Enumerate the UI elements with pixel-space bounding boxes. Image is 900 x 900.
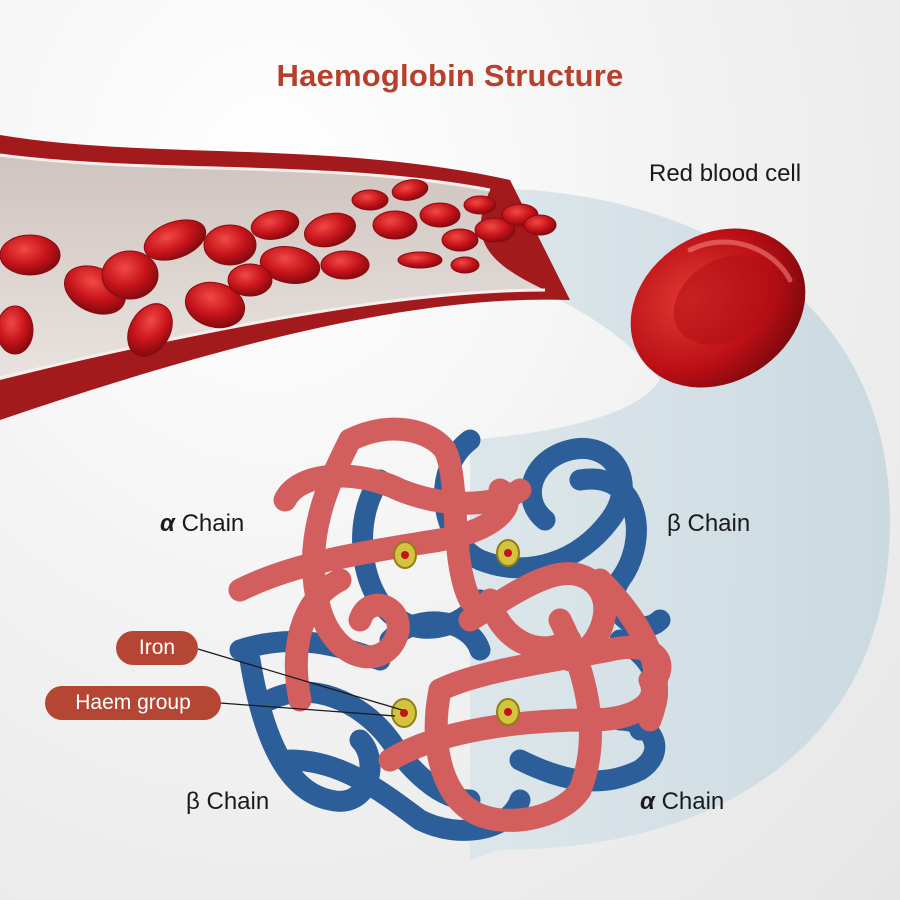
label-beta-chain-right: β Chain (667, 510, 750, 538)
label-alpha-chain-left: α Chain (160, 510, 244, 538)
alpha-chains (228, 417, 672, 832)
beta-symbol: β (667, 510, 681, 537)
callout-iron: Iron (116, 631, 198, 665)
haem-groups (391, 539, 520, 728)
label-red-blood-cell: Red blood cell (649, 160, 802, 187)
chain-text: Chain (181, 510, 245, 537)
background-band (440, 188, 890, 860)
vessel-blood-cells (0, 179, 557, 357)
chain-text: Chain (661, 788, 725, 815)
chain-text: Chain (206, 788, 270, 815)
beta-symbol: β (186, 788, 200, 815)
alpha-symbol: α (640, 788, 655, 815)
chain-text: Chain (687, 510, 751, 537)
callout-lines (197, 648, 403, 717)
alpha-symbol: α (160, 510, 175, 537)
label-alpha-chain-right: α Chain (640, 788, 724, 816)
red-blood-cell-large (630, 228, 806, 388)
haem-group-2 (496, 539, 520, 567)
haem-group-3 (391, 698, 417, 728)
callout-haem-group: Haem group (45, 686, 221, 720)
haemoglobin-molecule (228, 417, 672, 841)
label-beta-chain-left: β Chain (186, 788, 269, 816)
haem-group-4 (496, 698, 520, 726)
diagram-title: Haemoglobin Structure (276, 58, 624, 93)
haem-group-1 (393, 541, 417, 569)
